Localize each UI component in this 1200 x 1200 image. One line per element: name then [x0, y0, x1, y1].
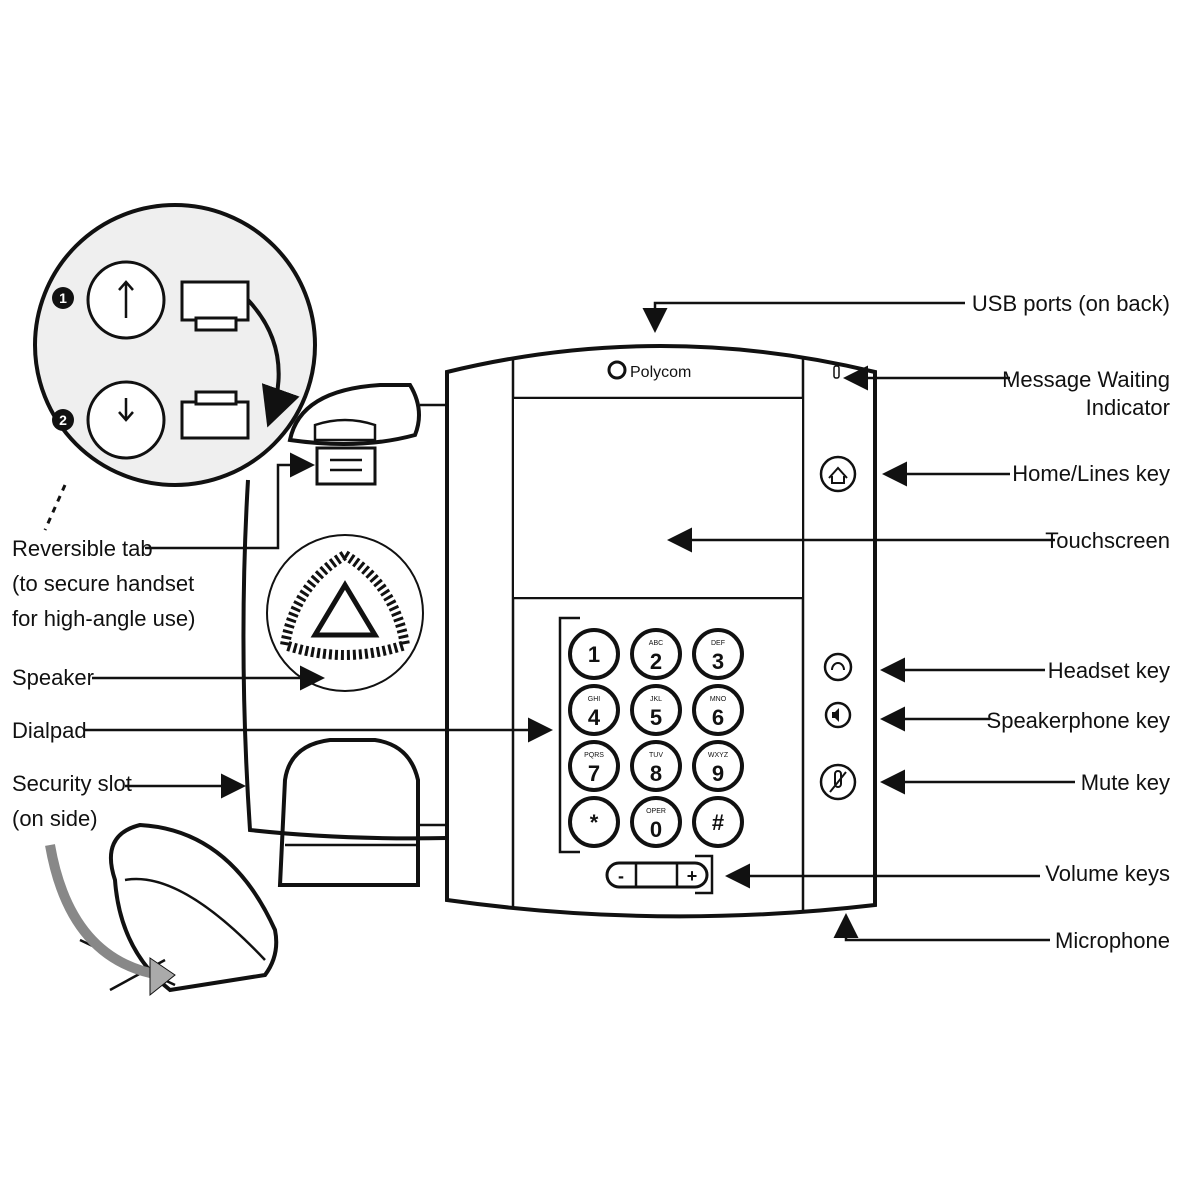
key-digit: *	[590, 810, 599, 835]
touchscreen[interactable]	[514, 399, 802, 597]
key-digit: 7	[588, 761, 600, 786]
step-1-number: 1	[59, 290, 67, 306]
reversible-tab-clip	[315, 446, 377, 486]
key-letters: DEF	[711, 640, 725, 647]
dialpad-key-7[interactable]: 7 PQRS	[568, 740, 620, 792]
label-touchscreen: Touchscreen	[1045, 528, 1170, 553]
label-usb-ports: USB ports (on back)	[972, 291, 1170, 316]
label-volume: Volume keys	[1045, 861, 1170, 886]
volume-keys[interactable]: - +	[605, 854, 714, 895]
dialpad-key-0[interactable]: 0 OPER	[630, 796, 682, 848]
label-security-slot: Security slot	[12, 771, 132, 796]
home-icon	[828, 466, 848, 484]
label-home-lines: Home/Lines key	[1012, 461, 1170, 486]
headset-icon	[831, 662, 845, 671]
dialpad-key-9[interactable]: 9 WXYZ	[692, 740, 744, 792]
key-letters: WXYZ	[708, 752, 729, 759]
key-letters: JKL	[650, 696, 662, 703]
dialpad-key-star[interactable]: *	[568, 796, 620, 848]
dialpad-key-hash[interactable]: #	[692, 796, 744, 848]
headset-key[interactable]	[823, 652, 853, 682]
key-outline[interactable]	[568, 740, 620, 792]
step-2-number: 2	[59, 412, 67, 428]
left-labels: Reversible tab (to secure handset for hi…	[12, 536, 195, 831]
key-letters: PQRS	[584, 752, 604, 759]
key-letters: GHI	[588, 696, 601, 703]
volume-down-button[interactable]: -	[618, 866, 624, 886]
dialpad-key-2[interactable]: 2 ABC	[630, 628, 682, 680]
reversible-tab	[313, 418, 377, 442]
key-letters: ABC	[649, 640, 663, 647]
message-waiting-indicator	[833, 365, 840, 379]
label-reversible-tab-3: for high-angle use)	[12, 606, 195, 631]
speaker	[266, 534, 424, 692]
label-headset: Headset key	[1048, 658, 1170, 683]
label-security-slot-2: (on side)	[12, 806, 98, 831]
key-digit: 3	[712, 649, 724, 674]
label-mute: Mute key	[1081, 770, 1170, 795]
key-outline[interactable]	[568, 684, 620, 736]
key-outline[interactable]	[692, 740, 744, 792]
key-digit: 2	[650, 649, 662, 674]
label-speakerphone: Speakerphone key	[987, 708, 1170, 733]
key-outline[interactable]	[630, 628, 682, 680]
key-outline[interactable]	[692, 796, 744, 848]
dialpad-key-5[interactable]: 5 JKL	[630, 684, 682, 736]
right-labels: USB ports (on back) Message Waiting Indi…	[972, 291, 1170, 953]
key-outline[interactable]	[630, 740, 682, 792]
key-outline[interactable]	[568, 628, 620, 680]
reversible-tab-inset: 1 2	[33, 203, 317, 531]
callout-lines	[85, 301, 1075, 942]
speaker-icon	[832, 708, 839, 722]
dialpad-key-4[interactable]: 4 GHI	[568, 684, 620, 736]
dialpad-bracket	[558, 616, 580, 854]
phone-side-view	[45, 822, 279, 997]
handset-cradle-top	[287, 383, 421, 446]
label-message-waiting-2: Indicator	[1086, 395, 1170, 420]
label-dialpad: Dialpad	[12, 718, 87, 743]
key-outline[interactable]	[692, 684, 744, 736]
label-reversible-tab-2: (to secure handset	[12, 571, 194, 596]
key-letters: OPER	[646, 808, 666, 815]
key-outline[interactable]	[568, 796, 620, 848]
label-reversible-tab: Reversible tab	[12, 536, 153, 561]
svg-text:Polycom: Polycom	[630, 364, 691, 381]
stand	[241, 383, 448, 887]
polycom-logo: Polycom	[607, 360, 691, 381]
key-digit: 0	[650, 817, 662, 842]
security-slot-arrow	[45, 844, 161, 980]
label-message-waiting: Message Waiting	[1002, 367, 1170, 392]
key-digit: #	[712, 810, 724, 835]
key-digit: 9	[712, 761, 724, 786]
handset-rest	[277, 738, 420, 887]
label-speaker: Speaker	[12, 665, 94, 690]
key-digit: 1	[588, 642, 600, 667]
phone-body: Polycom 1 2 ABC 3 DEF 4 GHI 5 JKL 6 MNO 7 PQRS 8 TUV 9 W…	[445, 344, 877, 919]
dialpad-key-3[interactable]: 3 DEF	[692, 628, 744, 680]
label-microphone: Microphone	[1055, 928, 1170, 953]
key-digit: 8	[650, 761, 662, 786]
speakerphone-key[interactable]	[824, 701, 852, 729]
mute-key[interactable]	[819, 763, 857, 801]
dialpad-key-6[interactable]: 6 MNO	[692, 684, 744, 736]
key-outline[interactable]	[692, 628, 744, 680]
key-digit: 4	[588, 705, 601, 730]
key-letters: TUV	[649, 752, 663, 759]
key-digit: 6	[712, 705, 724, 730]
key-digit: 5	[650, 705, 662, 730]
key-letters: MNO	[710, 696, 727, 703]
home-lines-key[interactable]	[819, 455, 857, 493]
key-outline[interactable]	[630, 684, 682, 736]
mute-microphone-icon	[829, 770, 847, 793]
key-outline[interactable]	[630, 796, 682, 848]
dialpad-key-8[interactable]: 8 TUV	[630, 740, 682, 792]
dialpad: 1 2 ABC 3 DEF 4 GHI 5 JKL 6 MNO 7 PQRS 8 TUV 9 WXYZ * 0 OPE…	[568, 628, 744, 848]
dialpad-key-1[interactable]: 1	[568, 628, 620, 680]
volume-up-button[interactable]: +	[687, 866, 698, 886]
